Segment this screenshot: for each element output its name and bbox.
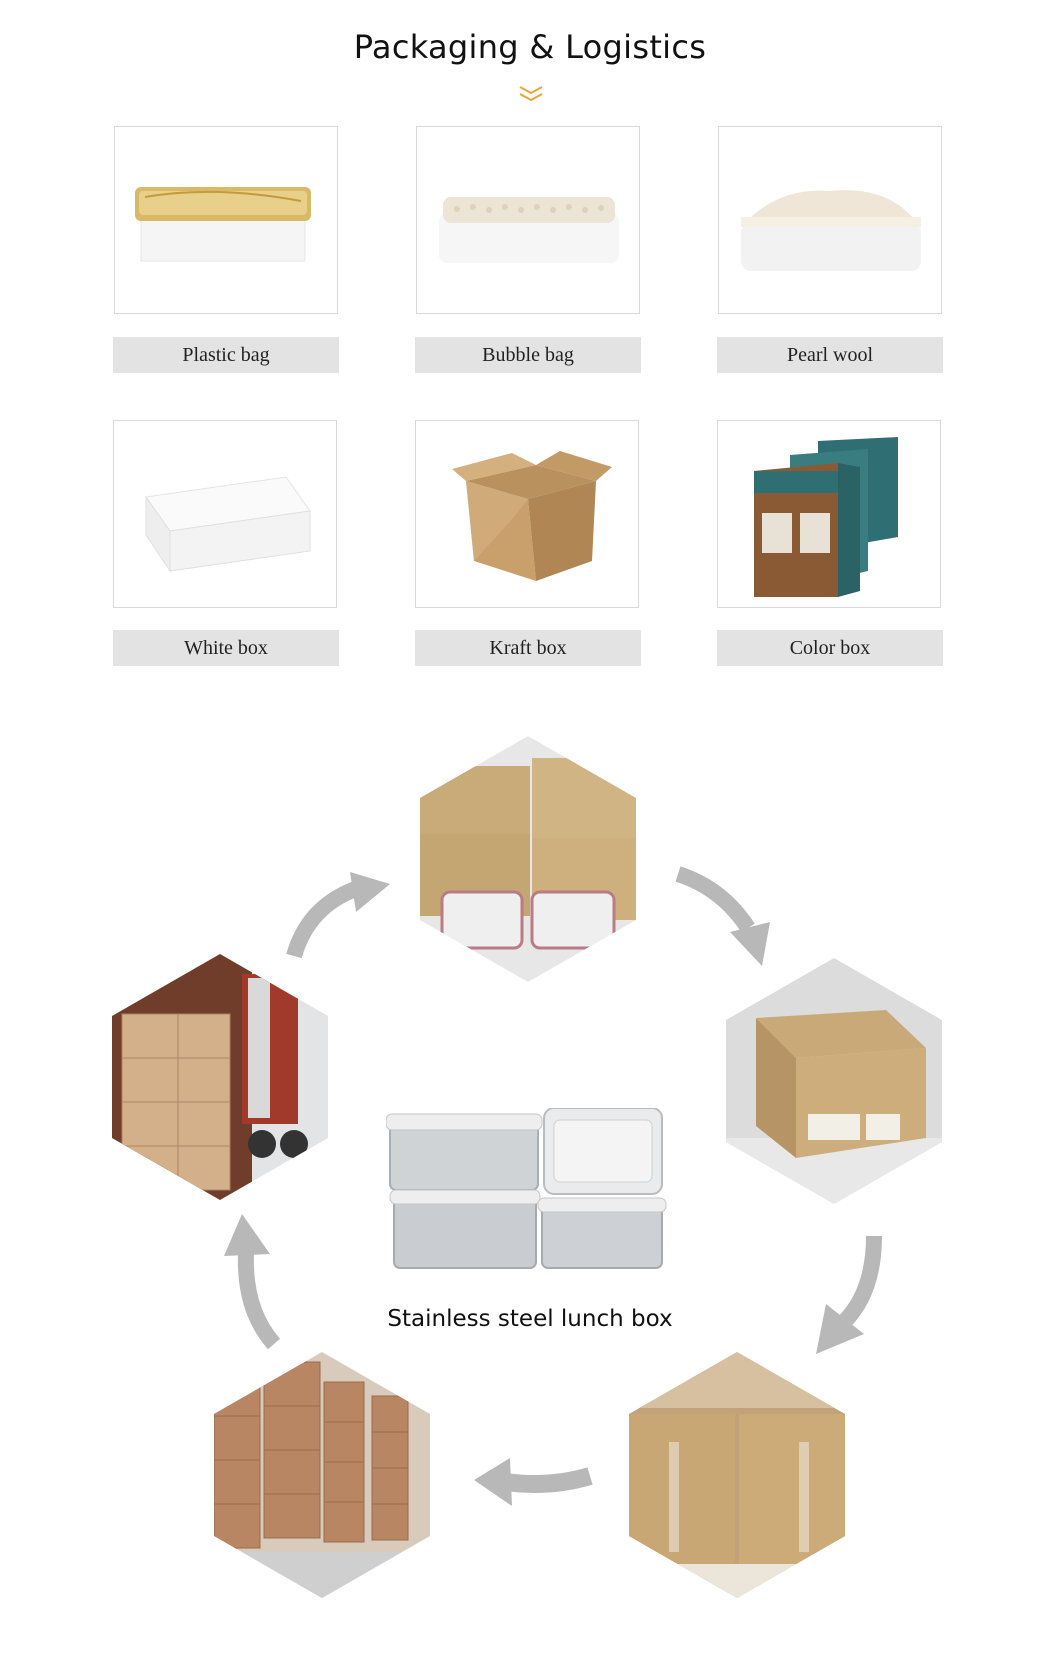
packaging-card-bubble-bag[interactable] bbox=[416, 126, 640, 314]
hex-cartons-lined bbox=[629, 1352, 845, 1598]
page-title: Packaging & Logistics bbox=[353, 28, 707, 66]
arrow-to-top-left-icon bbox=[224, 1214, 281, 1350]
label-bubble-bag: Bubble bag bbox=[415, 337, 641, 373]
arrow-to-top-icon bbox=[286, 872, 390, 959]
color-box-stack-image bbox=[754, 437, 898, 597]
hex-truck-loading bbox=[112, 954, 328, 1200]
label-color-box: Color box bbox=[717, 630, 943, 666]
arrow-to-left-icon bbox=[474, 1458, 593, 1506]
packaging-card-plastic-bag[interactable] bbox=[114, 126, 338, 314]
hex-sealed-carton bbox=[726, 958, 942, 1204]
label-white-box: White box bbox=[113, 630, 339, 666]
chevron-down-icon bbox=[519, 86, 543, 102]
label-plastic-bag: Plastic bag bbox=[113, 337, 339, 373]
arrow-to-bottom-right-icon bbox=[816, 1235, 882, 1354]
packaging-card-white-box[interactable] bbox=[113, 420, 337, 608]
white-box-image bbox=[145, 476, 311, 573]
label-pearl-wool: Pearl wool bbox=[717, 337, 943, 373]
center-caption: Stainless steel lunch box bbox=[387, 1306, 673, 1332]
plastic-bag-wrapped-box-image bbox=[135, 187, 311, 262]
packaging-card-pearl-wool[interactable] bbox=[718, 126, 942, 314]
packaging-card-color-box[interactable] bbox=[717, 420, 941, 608]
stainless-steel-lunch-box-image bbox=[386, 1108, 667, 1269]
kraft-box-image bbox=[452, 451, 612, 581]
label-kraft-box: Kraft box bbox=[415, 630, 641, 666]
packaging-card-kraft-box[interactable] bbox=[415, 420, 639, 608]
hex-warehouse-stock bbox=[214, 1352, 430, 1598]
bubble-bag-wrapped-box-image bbox=[439, 197, 619, 263]
pearl-wool-wrapped-box-image bbox=[741, 190, 921, 271]
arrow-to-right-icon bbox=[675, 866, 770, 966]
hex-boxed-containers bbox=[420, 736, 636, 982]
